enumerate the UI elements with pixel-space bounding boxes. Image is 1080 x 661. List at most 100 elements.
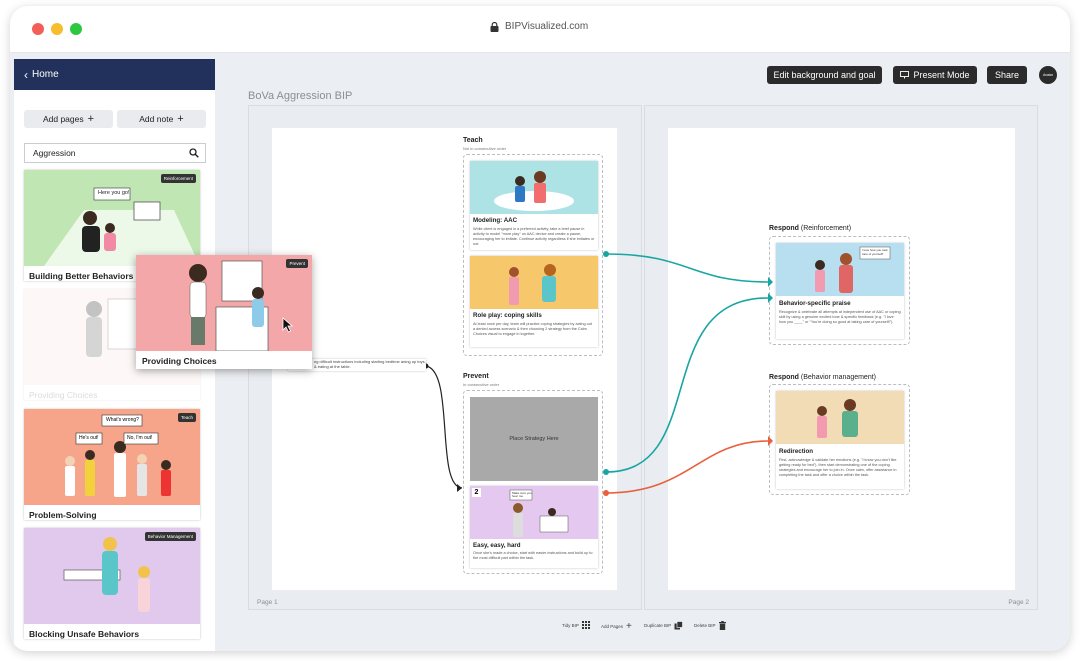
arrowhead-icon (768, 277, 773, 287)
card-description: Once she's made a choice, start with eas… (473, 551, 593, 560)
present-mode-label: Present Mode (913, 70, 970, 80)
arrowhead-icon (768, 436, 773, 446)
card-speech-bubble: What's wrong? (106, 417, 139, 423)
connector-teal-2 (605, 297, 769, 473)
delete-bip-label: Delete BIP (694, 623, 716, 628)
prevent-section-title: Prevent (463, 373, 489, 380)
search-input[interactable]: Aggression (24, 143, 206, 163)
home-nav-button[interactable]: ‹ Home (14, 59, 215, 90)
card-title: Blocking Unsafe Behaviors (29, 629, 140, 639)
card-speech-bubble: He's out! (79, 435, 99, 441)
edit-background-goal-label: Edit background and goal (773, 70, 876, 80)
page-2-label: Page 2 (1008, 599, 1029, 606)
card-speech-bubble: Make sure you hear me (512, 491, 532, 498)
maximize-window-button[interactable] (70, 23, 82, 35)
reinforcement-dropzone[interactable] (769, 236, 910, 345)
home-label: Home (32, 69, 59, 80)
trash-icon (718, 621, 726, 630)
section-title: Respond (769, 374, 799, 381)
teach-section-title: Teach (463, 137, 483, 144)
strategy-card-behavior-specific-praise[interactable]: I love how you took care of yourself! Be… (776, 243, 904, 339)
connector-drag (425, 365, 463, 489)
add-note-label: Add note (139, 114, 174, 124)
share-label: Share (994, 70, 1020, 80)
present-mode-button[interactable]: Present Mode (893, 66, 977, 84)
arrowhead-icon (457, 484, 462, 492)
duplicate-bip-button[interactable]: Duplicate BIP (644, 621, 684, 630)
card-illustration: Prevent (136, 255, 312, 351)
prevent-dropzone[interactable] (463, 390, 603, 574)
connector-layer (423, 251, 773, 496)
connector-node[interactable] (603, 469, 609, 475)
card-illustration (470, 256, 598, 309)
card-title: Problem-Solving (29, 510, 97, 520)
address-bar[interactable]: BIPVisualized.com (490, 21, 588, 32)
share-button[interactable]: Share (987, 66, 1027, 84)
connector-teal-1 (605, 253, 769, 283)
strategy-placeholder-slot[interactable]: Place Strategy Here (470, 397, 598, 481)
card-tag: Reinforcement (160, 174, 196, 183)
edit-background-goal-button[interactable]: Edit background and goal (767, 66, 882, 84)
card-title: Building Better Behaviors (D (29, 271, 145, 281)
browser-titlebar: BIPVisualized.com (10, 6, 1070, 53)
strategy-card-redirection[interactable]: Redirection First, acknowledge & validat… (776, 391, 904, 489)
arrowhead-icon (768, 293, 773, 303)
lock-icon (490, 21, 499, 32)
section-title: Respond (769, 225, 799, 232)
chevron-left-icon: ‹ (24, 67, 28, 82)
connector-node[interactable] (603, 490, 609, 496)
respond-reinforcement-title: Respond (Reinforcement) (769, 225, 851, 232)
placeholder-label: Place Strategy Here (509, 436, 559, 442)
respond-management-title: Respond (Behavior management) (769, 374, 876, 381)
card-illustration: What's wrong? He's out! No, I'm out! Tea… (24, 409, 200, 505)
search-icon[interactable] (189, 148, 199, 158)
grid-icon (581, 621, 590, 629)
prevent-section-subtitle: In consecutive order (463, 382, 500, 387)
strategy-card-easy-easy-hard[interactable]: 2 Make sure you hear me Easy, easy, hard… (470, 486, 598, 568)
card-description: At least once per day, team will practic… (473, 322, 592, 336)
card-title: Providing Choices (29, 390, 98, 400)
monitor-icon (900, 71, 910, 79)
dragging-card-providing-choices[interactable]: Prevent Providing Choices (136, 255, 312, 369)
plus-icon: + (177, 113, 184, 125)
add-pages-button[interactable]: Add pages + (24, 110, 113, 128)
library-card-problem-solving[interactable]: What's wrong? He's out! No, I'm out! Tea… (24, 409, 200, 520)
card-illustration: Behavior Management (24, 528, 200, 624)
card-title: Redirection (779, 448, 814, 455)
card-illustration (776, 391, 904, 444)
card-description: First, acknowledge & validate her emotio… (779, 458, 897, 477)
dragged-row-text: ng difficult instructions including star… (314, 359, 426, 369)
close-window-button[interactable] (32, 23, 44, 35)
teach-dropzone[interactable] (463, 154, 603, 356)
card-illustration (776, 243, 904, 296)
card-illustration (470, 161, 598, 214)
add-pages-label: Add pages (42, 114, 84, 124)
card-speech-bubble: No, I'm out! (127, 435, 153, 441)
minimize-window-button[interactable] (51, 23, 63, 35)
card-speech-bubble: I love how you took care of yourself! (862, 248, 888, 256)
connector-node[interactable] (603, 251, 609, 257)
strategy-card-modeling-aac[interactable]: Modeling: AAC While client is engaged in… (470, 161, 598, 250)
library-card-blocking-unsafe-behaviors[interactable]: Behavior Management Blocking Unsafe Beha… (24, 528, 200, 639)
avatar-label: Avatar (1042, 73, 1054, 77)
page-2: Page 2 (644, 105, 1038, 610)
card-tag: Prevent (286, 259, 308, 268)
page-1-label: Page 1 (257, 599, 278, 606)
section-qualifier: (Behavior management) (800, 374, 876, 381)
tidy-bip-button[interactable]: Tidy BIP (562, 621, 590, 629)
copy-icon (674, 621, 684, 630)
add-note-button[interactable]: Add note + (117, 110, 206, 128)
dragged-strategy-row[interactable]: ng difficult instructions including star… (288, 359, 426, 371)
add-pages-footer-label: Add Pages (601, 624, 624, 629)
strategy-card-role-play[interactable]: Role play: coping skills At least once p… (470, 256, 598, 347)
card-order-number: 2 (472, 488, 481, 497)
card-title: Role play: coping skills (473, 312, 542, 319)
delete-bip-button[interactable]: Delete BIP (694, 621, 726, 630)
card-title: Modeling: AAC (473, 217, 518, 224)
duplicate-bip-label: Duplicate BIP (644, 623, 672, 628)
card-title: Providing Choices (142, 356, 217, 366)
card-description: Recognize & celebrate all attempts at in… (779, 310, 901, 324)
card-tag: Behavior Management (144, 532, 196, 541)
avatar[interactable]: Avatar (1039, 66, 1057, 84)
add-pages-footer-button[interactable]: Add Pages + (601, 621, 632, 632)
